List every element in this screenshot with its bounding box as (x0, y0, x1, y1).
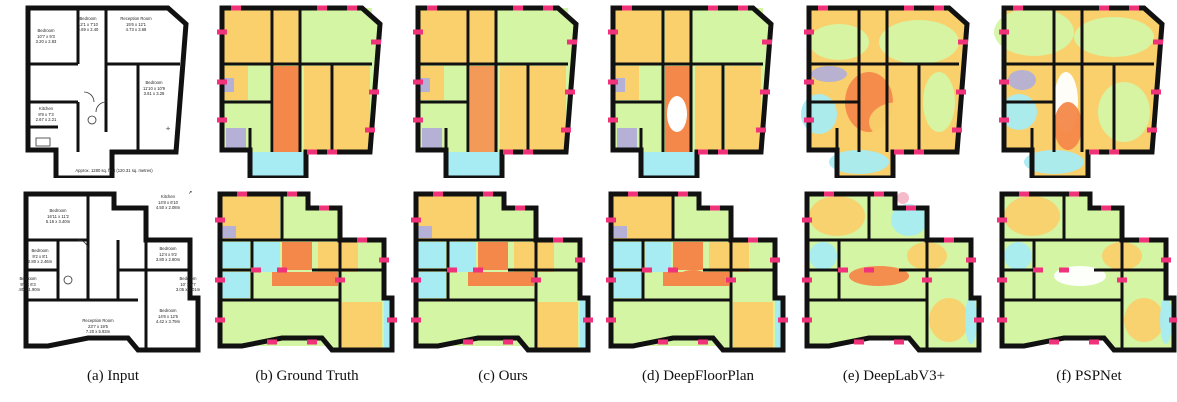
room-label: 10'7 x 9'3 (37, 34, 55, 39)
floorplan-top-ground-truth (212, 2, 402, 178)
room-label: 7.20 x 5.93m (86, 329, 111, 334)
room-label: Bedroom (80, 16, 98, 21)
room-label: 2.67 x 2.21 (36, 117, 57, 122)
room-label: 2.80 x 1.90m (18, 287, 41, 292)
room-label: Kitchen (39, 106, 54, 111)
room-label: 3.05 x 2.01m (176, 287, 201, 292)
panel-deeplabv3plus: (e) DeepLabV3+ (799, 0, 989, 402)
room-label: Bedroom (20, 276, 38, 281)
panel-ground-truth: (b) Ground Truth (212, 0, 402, 402)
floorplan-top-deepfloorplan (603, 2, 793, 178)
room-label: Reception Room (120, 16, 152, 21)
room-label: 15'6 x 12'1 (126, 22, 147, 27)
area-note: Approx. 1280 sq. feet (120.31 sq. metres… (75, 168, 153, 173)
caption-pspnet: (f) PSPNet (1056, 368, 1122, 384)
panel-deepfloorplan: (d) DeepFloorPlan (603, 0, 793, 402)
panel-pspnet: (f) PSPNet (994, 0, 1177, 402)
room-label: 3.20 x 2.83 (36, 39, 57, 44)
svg-text:↗: ↗ (188, 190, 192, 195)
room-label: 3.80 x 2.80m (156, 257, 181, 262)
room-label: 9'2 x 8'1 (32, 254, 48, 259)
floorplan-bottom-ground-truth (212, 180, 402, 356)
room-label: Bedroom (38, 28, 56, 33)
room-label: 12'4 x 9'2 (159, 252, 177, 257)
room-label: 3.69 x 2.40 (78, 27, 99, 32)
room-label: 16'11 x 11'2 (47, 214, 69, 219)
floorplan-top-ours (408, 2, 598, 178)
caption-deepfloorplan: (d) DeepFloorPlan (641, 368, 755, 384)
svg-text:✢: ✢ (165, 126, 170, 131)
room-label: Bedroom (160, 308, 178, 313)
room-label: 3.61 x 3.28 (144, 91, 165, 96)
room-label: 9'2 x 6'3 (20, 282, 36, 287)
room-label: 8'9 x 7'3 (38, 112, 54, 117)
floorplan-bottom-deepfloorplan (603, 180, 793, 356)
floorplan-top-pspnet (994, 2, 1177, 178)
room-label: 11'10 x 10'9 (143, 86, 166, 91)
room-label: Bedroom (50, 208, 68, 213)
room-label: 2.80 x 2.46m (28, 259, 53, 264)
floorplan-bottom-pspnet (994, 180, 1177, 356)
room-label: 23'7 x 19'5 (88, 324, 109, 329)
room-label: Bedroom (32, 248, 50, 253)
room-label: Kitchen (161, 194, 176, 199)
room-label: 4.73 x 3.68 (126, 27, 147, 32)
room-label: Bedroom (180, 276, 198, 281)
room-label: 4.50 x 2.08m (156, 205, 181, 210)
room-label: Bedroom (160, 246, 178, 251)
floorplan-bottom-deeplabv3plus (799, 180, 989, 356)
room-label: Bedroom (146, 80, 164, 85)
floorplan-bottom-ours (408, 180, 598, 356)
panel-ours: (c) Ours (408, 0, 598, 402)
room-label: 12'1 x 7'10 (78, 22, 99, 27)
caption-ground-truth: (b) Ground Truth (255, 368, 359, 384)
room-label: 5.16 x 3.40m (46, 219, 71, 224)
caption-deeplabv3plus: (e) DeepLabV3+ (842, 368, 946, 384)
room-label: 10' x 6'7 (180, 282, 196, 287)
caption-input: (a) Input (86, 368, 140, 384)
room-label: 14'6 x 12'5 (158, 314, 179, 319)
room-label: 14'8 x 6'10 (158, 200, 179, 205)
floorplan-top-deeplabv3plus (799, 2, 989, 178)
room-label: Reception Room (82, 318, 114, 323)
caption-ours: (c) Ours (478, 368, 528, 384)
room-label: 4.42 x 3.79m (156, 319, 181, 324)
